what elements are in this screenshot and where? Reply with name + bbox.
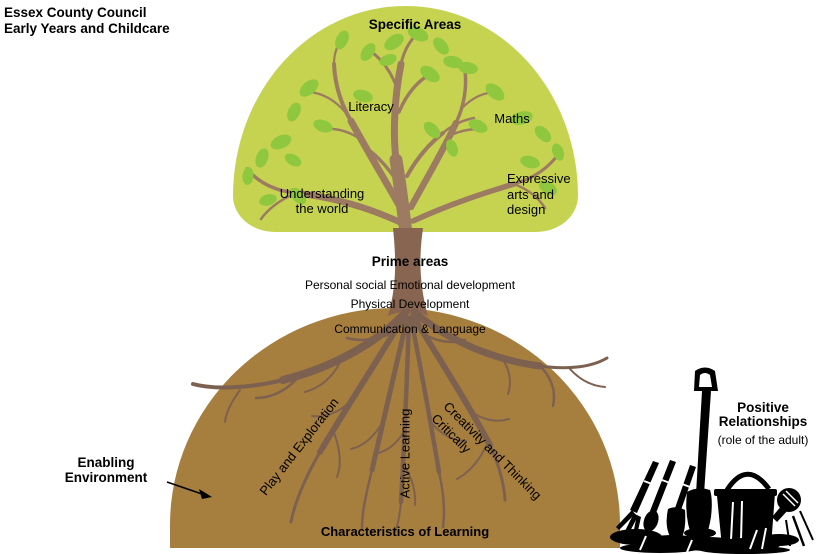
prime-item-physical: Physical Development [350,297,470,311]
leaves-icon [242,26,565,206]
label-understanding-the-world: Understanding the world [279,186,365,216]
spade-icon [686,367,718,548]
garden-tools-illustration [610,367,814,554]
prime-areas-title: Prime areas [371,254,449,269]
positive-relationships-label: Positive Relationships [718,400,808,429]
prime-item-psed: Personal social Emotional development [304,278,516,292]
enabling-arrow-icon [166,481,212,499]
canopy-title: Specific Areas [368,17,462,32]
root-label-active-learning: Active Learning [397,408,413,499]
label-maths: Maths [494,111,530,126]
label-literacy: Literacy [348,99,394,114]
trunk-icon [388,228,428,316]
prime-item-communication: Communication & Language [334,322,486,336]
roots-icon [191,308,609,533]
label-expressive-arts: Expressive arts and design [507,171,571,217]
cultivator-icon [643,460,676,532]
positive-relationships-sublabel: (role of the adult) [717,433,809,447]
org-title: Essex County Council Early Years and Chi… [4,5,170,36]
enabling-environment-label: Enabling Environment [64,455,148,485]
watering-can-icon [714,471,801,547]
soil-ground-icon [610,510,814,554]
characteristics-title: Characteristics of Learning [320,524,490,539]
